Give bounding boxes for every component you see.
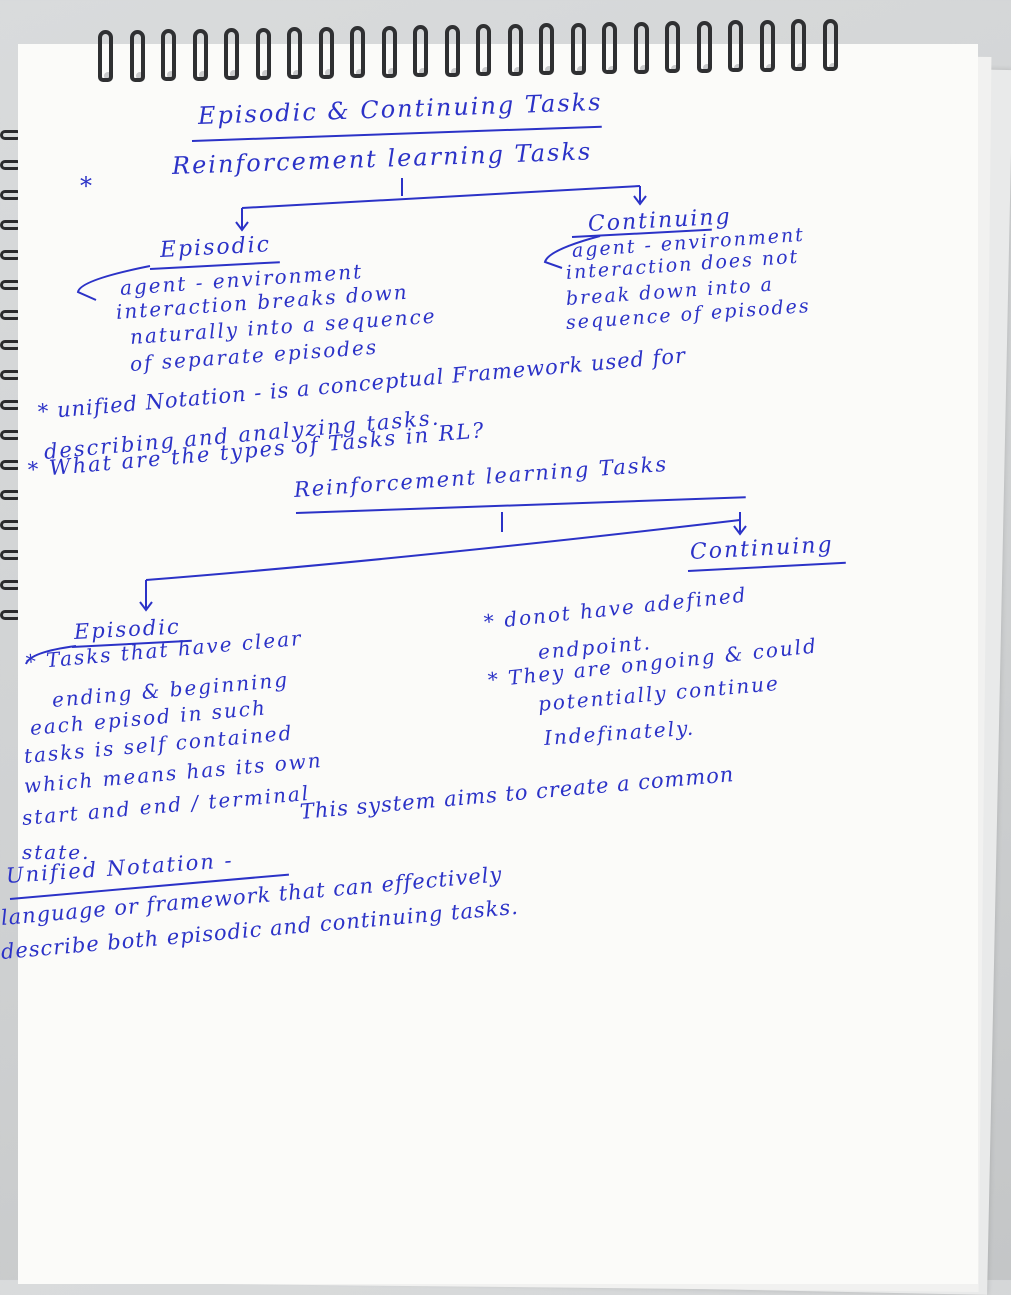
spiral-coil <box>728 20 743 72</box>
spiral-coil <box>791 19 806 71</box>
spiral-coil <box>192 28 208 81</box>
spiral-coil <box>255 27 271 80</box>
spiral-coil <box>350 26 365 78</box>
spiral-coil <box>287 27 302 79</box>
spiral-coil <box>129 29 145 82</box>
spiral-coil <box>822 18 838 71</box>
spiral-coil <box>444 24 460 77</box>
spiral-coil <box>665 21 680 73</box>
diagram2-right-arrow <box>733 512 747 536</box>
spiral-coil <box>318 26 334 79</box>
diagram1-branch <box>241 185 641 209</box>
spiral-coil <box>570 22 586 75</box>
spiral-coil <box>381 25 397 78</box>
diagram1-right-arrow <box>633 186 647 206</box>
continuing-bracket <box>543 235 601 269</box>
notebook-page <box>18 44 978 1284</box>
diagram2-branch <box>145 519 741 581</box>
spiral-coil <box>161 29 176 81</box>
episodic-bracket <box>76 265 151 301</box>
spiral-coil <box>696 20 712 73</box>
spiral-binding <box>0 0 1011 90</box>
episodic2-bracket <box>25 645 77 665</box>
spiral-coil <box>476 24 491 76</box>
spiral-coil <box>602 22 617 74</box>
spiral-coil <box>224 28 239 80</box>
spiral-coil <box>98 30 113 82</box>
diagram2-left-arrow <box>139 580 153 612</box>
spiral-coil <box>759 19 775 72</box>
spiral-coil <box>413 25 428 77</box>
spiral-coil <box>507 23 523 76</box>
spiral-coil <box>633 21 649 74</box>
episodic-point: state. <box>22 840 91 864</box>
diagram1-left-arrow <box>235 208 249 232</box>
spiral-coil <box>539 23 554 75</box>
bullet-star: * <box>80 172 94 200</box>
